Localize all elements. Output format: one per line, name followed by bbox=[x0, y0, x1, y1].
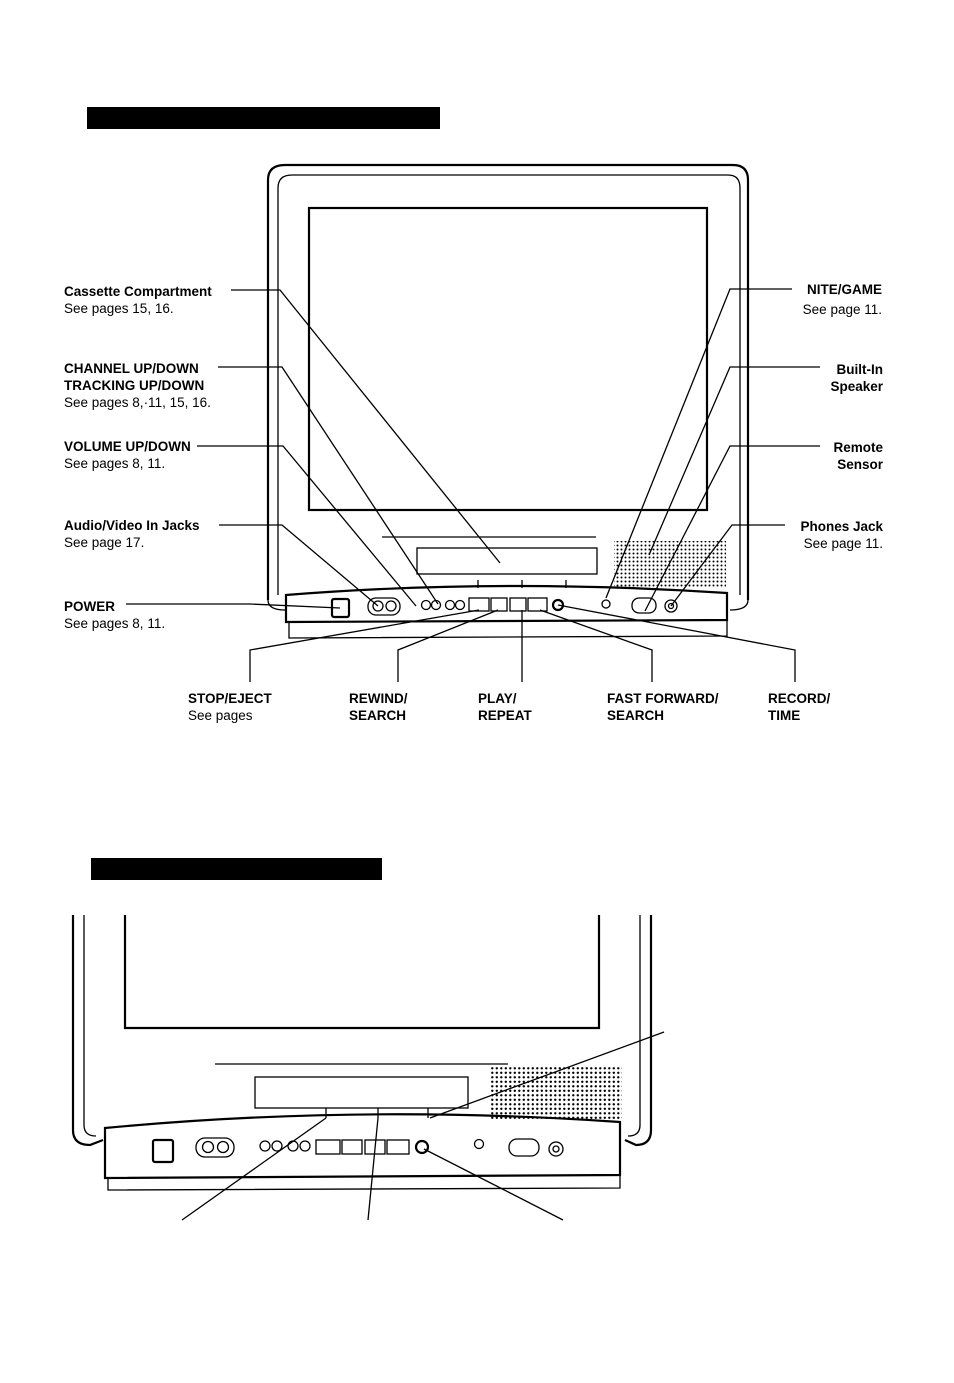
speaker-grille-icon bbox=[614, 541, 726, 587]
label-record: RECORD/ TIME bbox=[768, 691, 831, 723]
label-av-jacks: Audio/Video In Jacks See page 17. bbox=[64, 518, 200, 550]
label-built-in-speaker: Built-In Speaker bbox=[830, 362, 883, 394]
label-remote-sensor: Remote Sensor bbox=[833, 440, 883, 472]
section-title-bar-1 bbox=[87, 107, 440, 129]
label-power: POWER See pages 8, 11. bbox=[64, 599, 166, 631]
label-nite-game: NITE/GAME See page 11. bbox=[802, 282, 882, 317]
label-phones-jack: Phones Jack See page 11. bbox=[800, 519, 883, 551]
label-fast-forward: FAST FORWARD/ SEARCH bbox=[607, 691, 719, 723]
label-stop-eject: STOP/EJECT See pages bbox=[188, 691, 272, 723]
label-rewind: REWIND/ SEARCH bbox=[349, 691, 408, 723]
label-volume: VOLUME UP/DOWN See pages 8, 11. bbox=[64, 439, 191, 471]
label-cassette-compartment: Cassette Compartment See pages 15, 16. bbox=[64, 284, 212, 316]
label-channel-tracking: CHANNEL UP/DOWN TRACKING UP/DOWN See pag… bbox=[64, 361, 211, 410]
label-play: PLAY/ REPEAT bbox=[478, 691, 532, 723]
section-title-bar-2 bbox=[91, 858, 382, 880]
tv-front-diagram bbox=[126, 163, 820, 682]
